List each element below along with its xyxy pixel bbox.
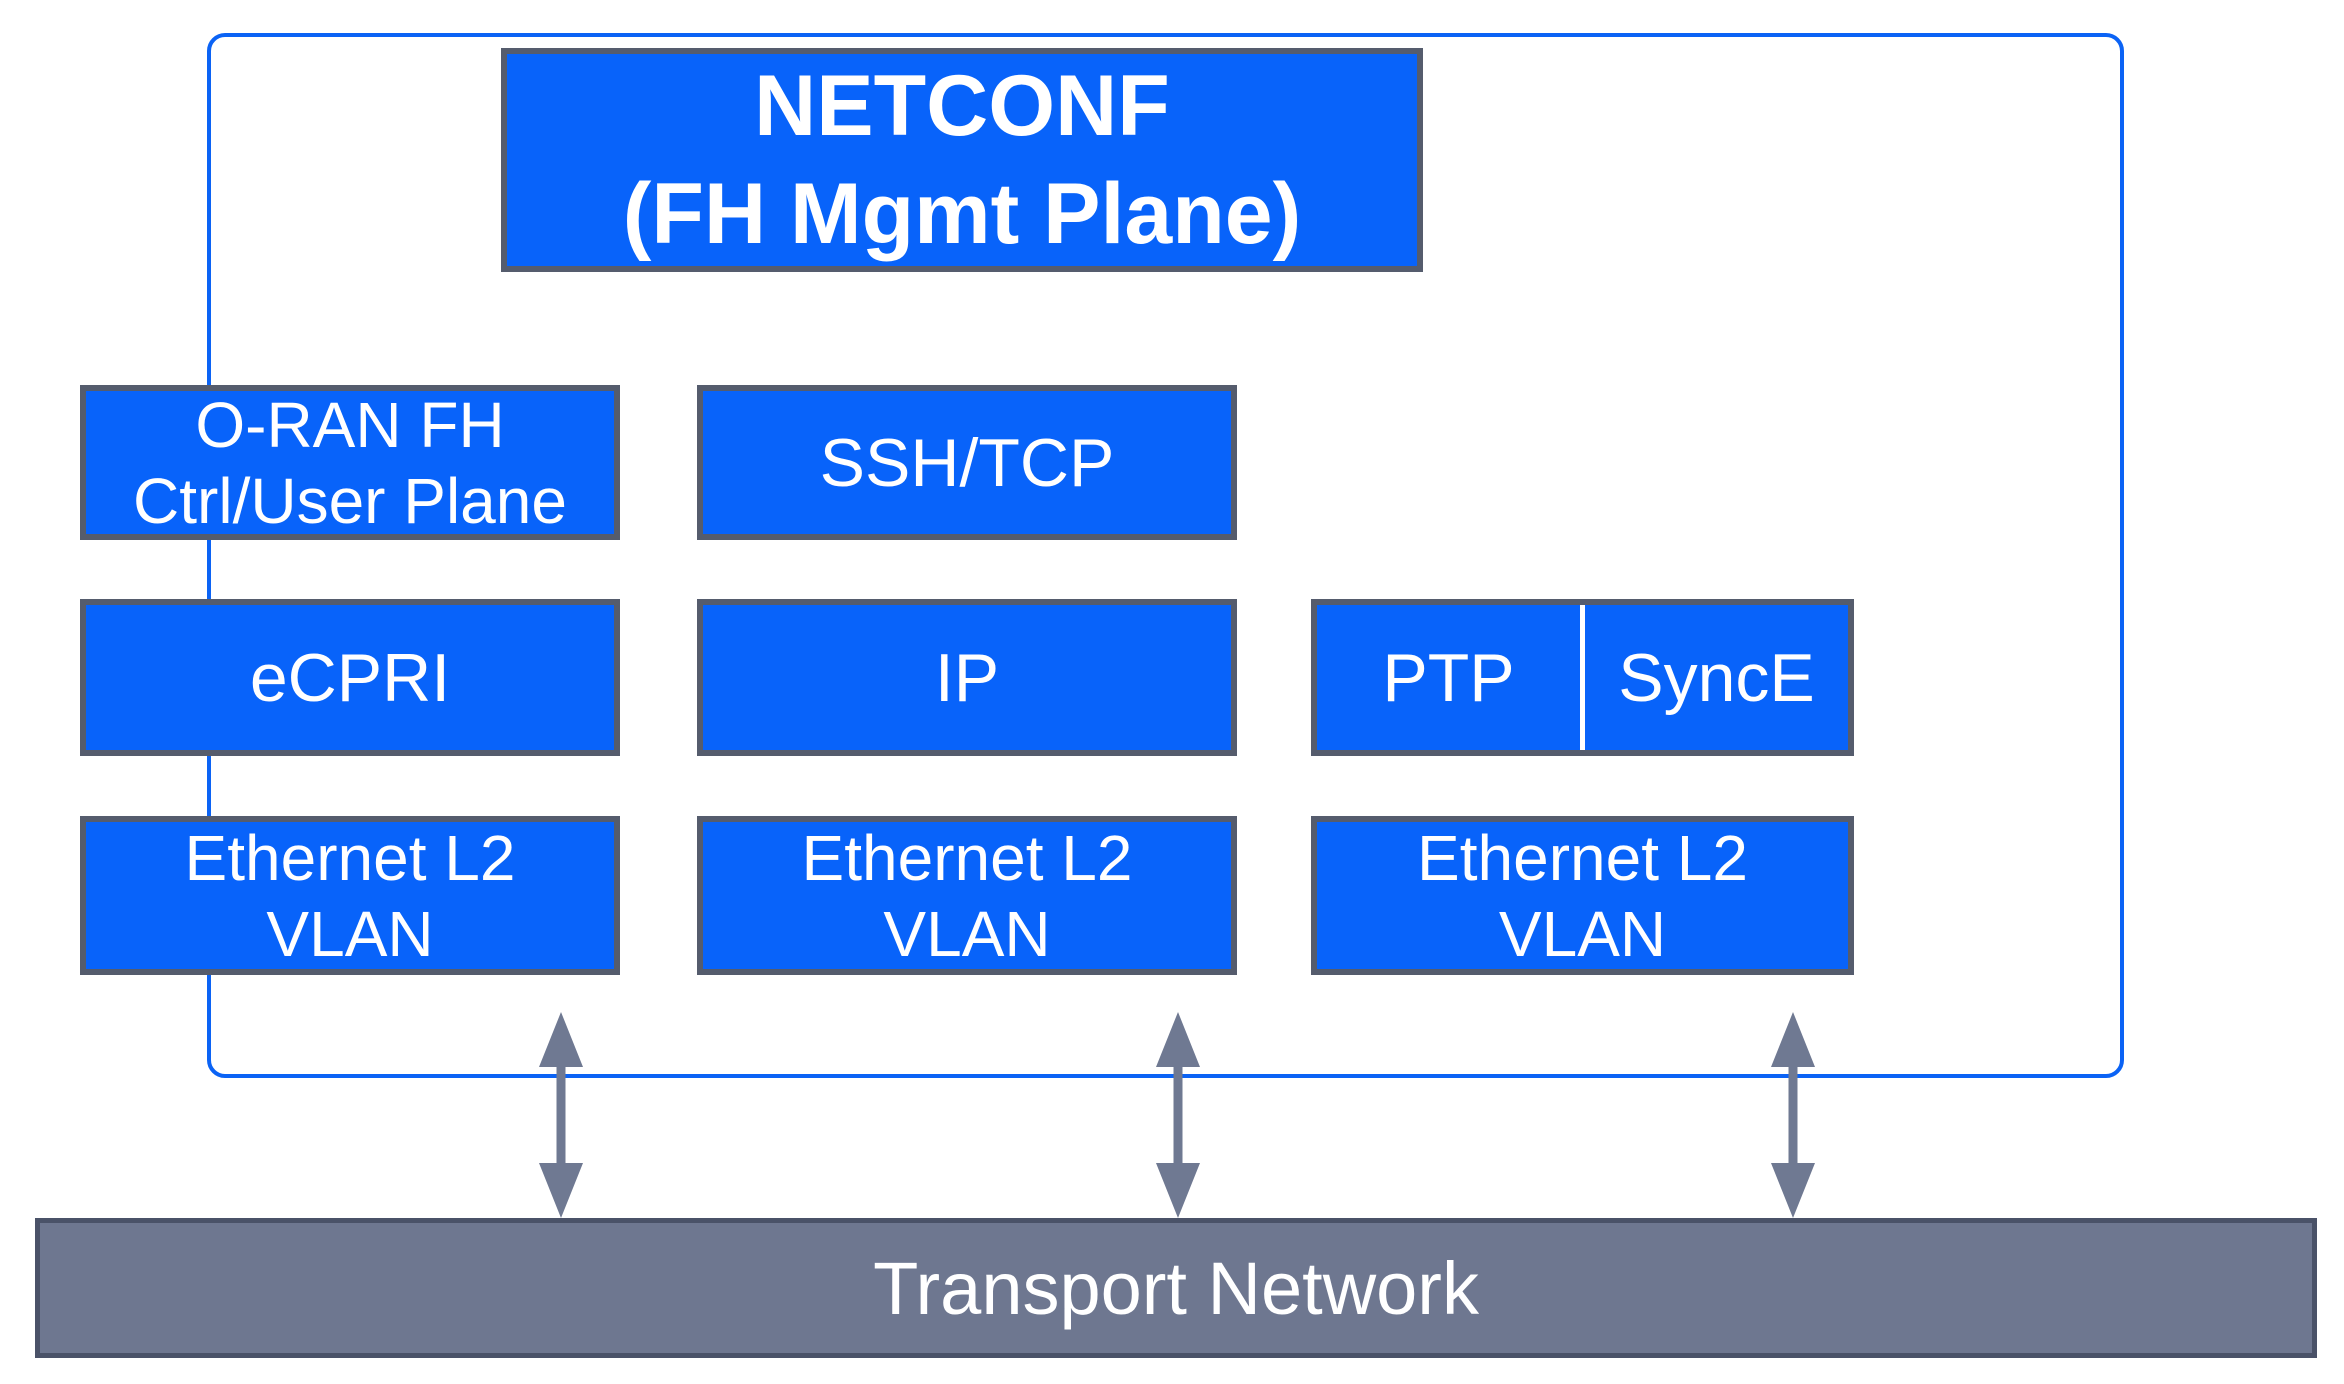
ssh-tcp-box: SSH/TCP — [697, 385, 1237, 540]
ip-label: IP — [934, 639, 1000, 716]
double-arrow-icon-3 — [1763, 1012, 1823, 1218]
synce-cell: SyncE — [1585, 605, 1848, 750]
ptp-cell: PTP — [1317, 605, 1580, 750]
oran-fh-label-line1: O-RAN FH — [195, 388, 505, 461]
ethernet-label-line2: VLAN — [1498, 897, 1667, 970]
ethernet-label-line1: Ethernet L2 — [184, 821, 516, 894]
ethernet-label-line2: VLAN — [266, 897, 434, 970]
ethernet-vlan-box-1: Ethernet L2 VLAN — [80, 816, 620, 975]
double-arrow-icon-2 — [1148, 1012, 1208, 1218]
ethernet-label-line1: Ethernet L2 — [801, 821, 1133, 894]
oran-fh-ctrl-user-plane-box: O-RAN FH Ctrl/User Plane — [80, 385, 620, 540]
ethernet-vlan-box-2: Ethernet L2 VLAN — [697, 816, 1237, 975]
oran-fh-label-line2: Ctrl/User Plane — [133, 464, 567, 537]
double-arrow-icon-1 — [531, 1012, 591, 1218]
ptp-synce-box: PTP SyncE — [1311, 599, 1854, 756]
netconf-box: NETCONF (FH Mgmt Plane) — [501, 48, 1423, 272]
transport-network-label: Transport Network — [873, 1246, 1479, 1330]
ethernet-label-line1: Ethernet L2 — [1417, 821, 1748, 894]
netconf-title-line1: NETCONF — [754, 58, 1170, 154]
transport-network-bar: Transport Network — [35, 1218, 2317, 1358]
ptp-label: PTP — [1382, 639, 1515, 716]
ecpri-label: eCPRI — [249, 639, 451, 716]
netconf-title-line2: (FH Mgmt Plane) — [622, 166, 1302, 262]
ethernet-vlan-box-3: Ethernet L2 VLAN — [1311, 816, 1854, 975]
ecpri-box: eCPRI — [80, 599, 620, 756]
protocol-stack-container — [207, 33, 2124, 1078]
synce-label: SyncE — [1618, 639, 1815, 716]
ssh-tcp-label: SSH/TCP — [819, 424, 1115, 501]
ip-box: IP — [697, 599, 1237, 756]
ptp-synce-divider — [1580, 605, 1585, 750]
ethernet-label-line2: VLAN — [883, 897, 1051, 970]
